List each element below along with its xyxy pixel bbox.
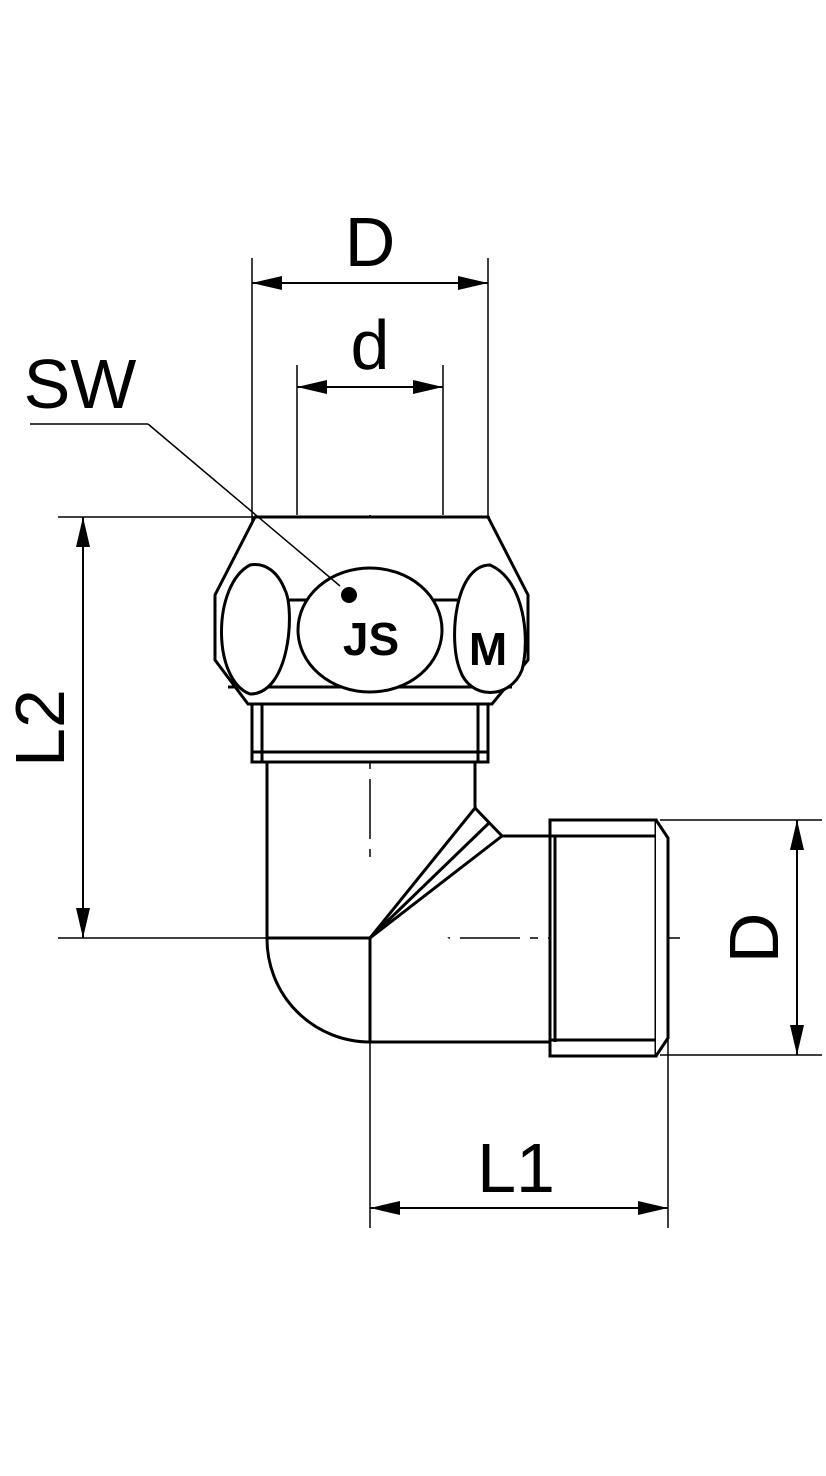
hex-nut — [213, 515, 530, 706]
label-D-side: D — [715, 913, 793, 964]
dimension-lines — [76, 276, 804, 1215]
sw-leader — [30, 423, 341, 587]
label-L1: L1 — [477, 1129, 555, 1207]
right-face-mark: M — [469, 623, 507, 675]
center-logo-mark: JS — [343, 613, 399, 665]
marking-dot — [341, 587, 357, 603]
label-L2: L2 — [1, 689, 79, 767]
label-d: d — [351, 306, 390, 384]
label-SW: SW — [24, 345, 137, 423]
fitting-body — [250, 702, 670, 1058]
label-D-top: D — [345, 203, 396, 281]
